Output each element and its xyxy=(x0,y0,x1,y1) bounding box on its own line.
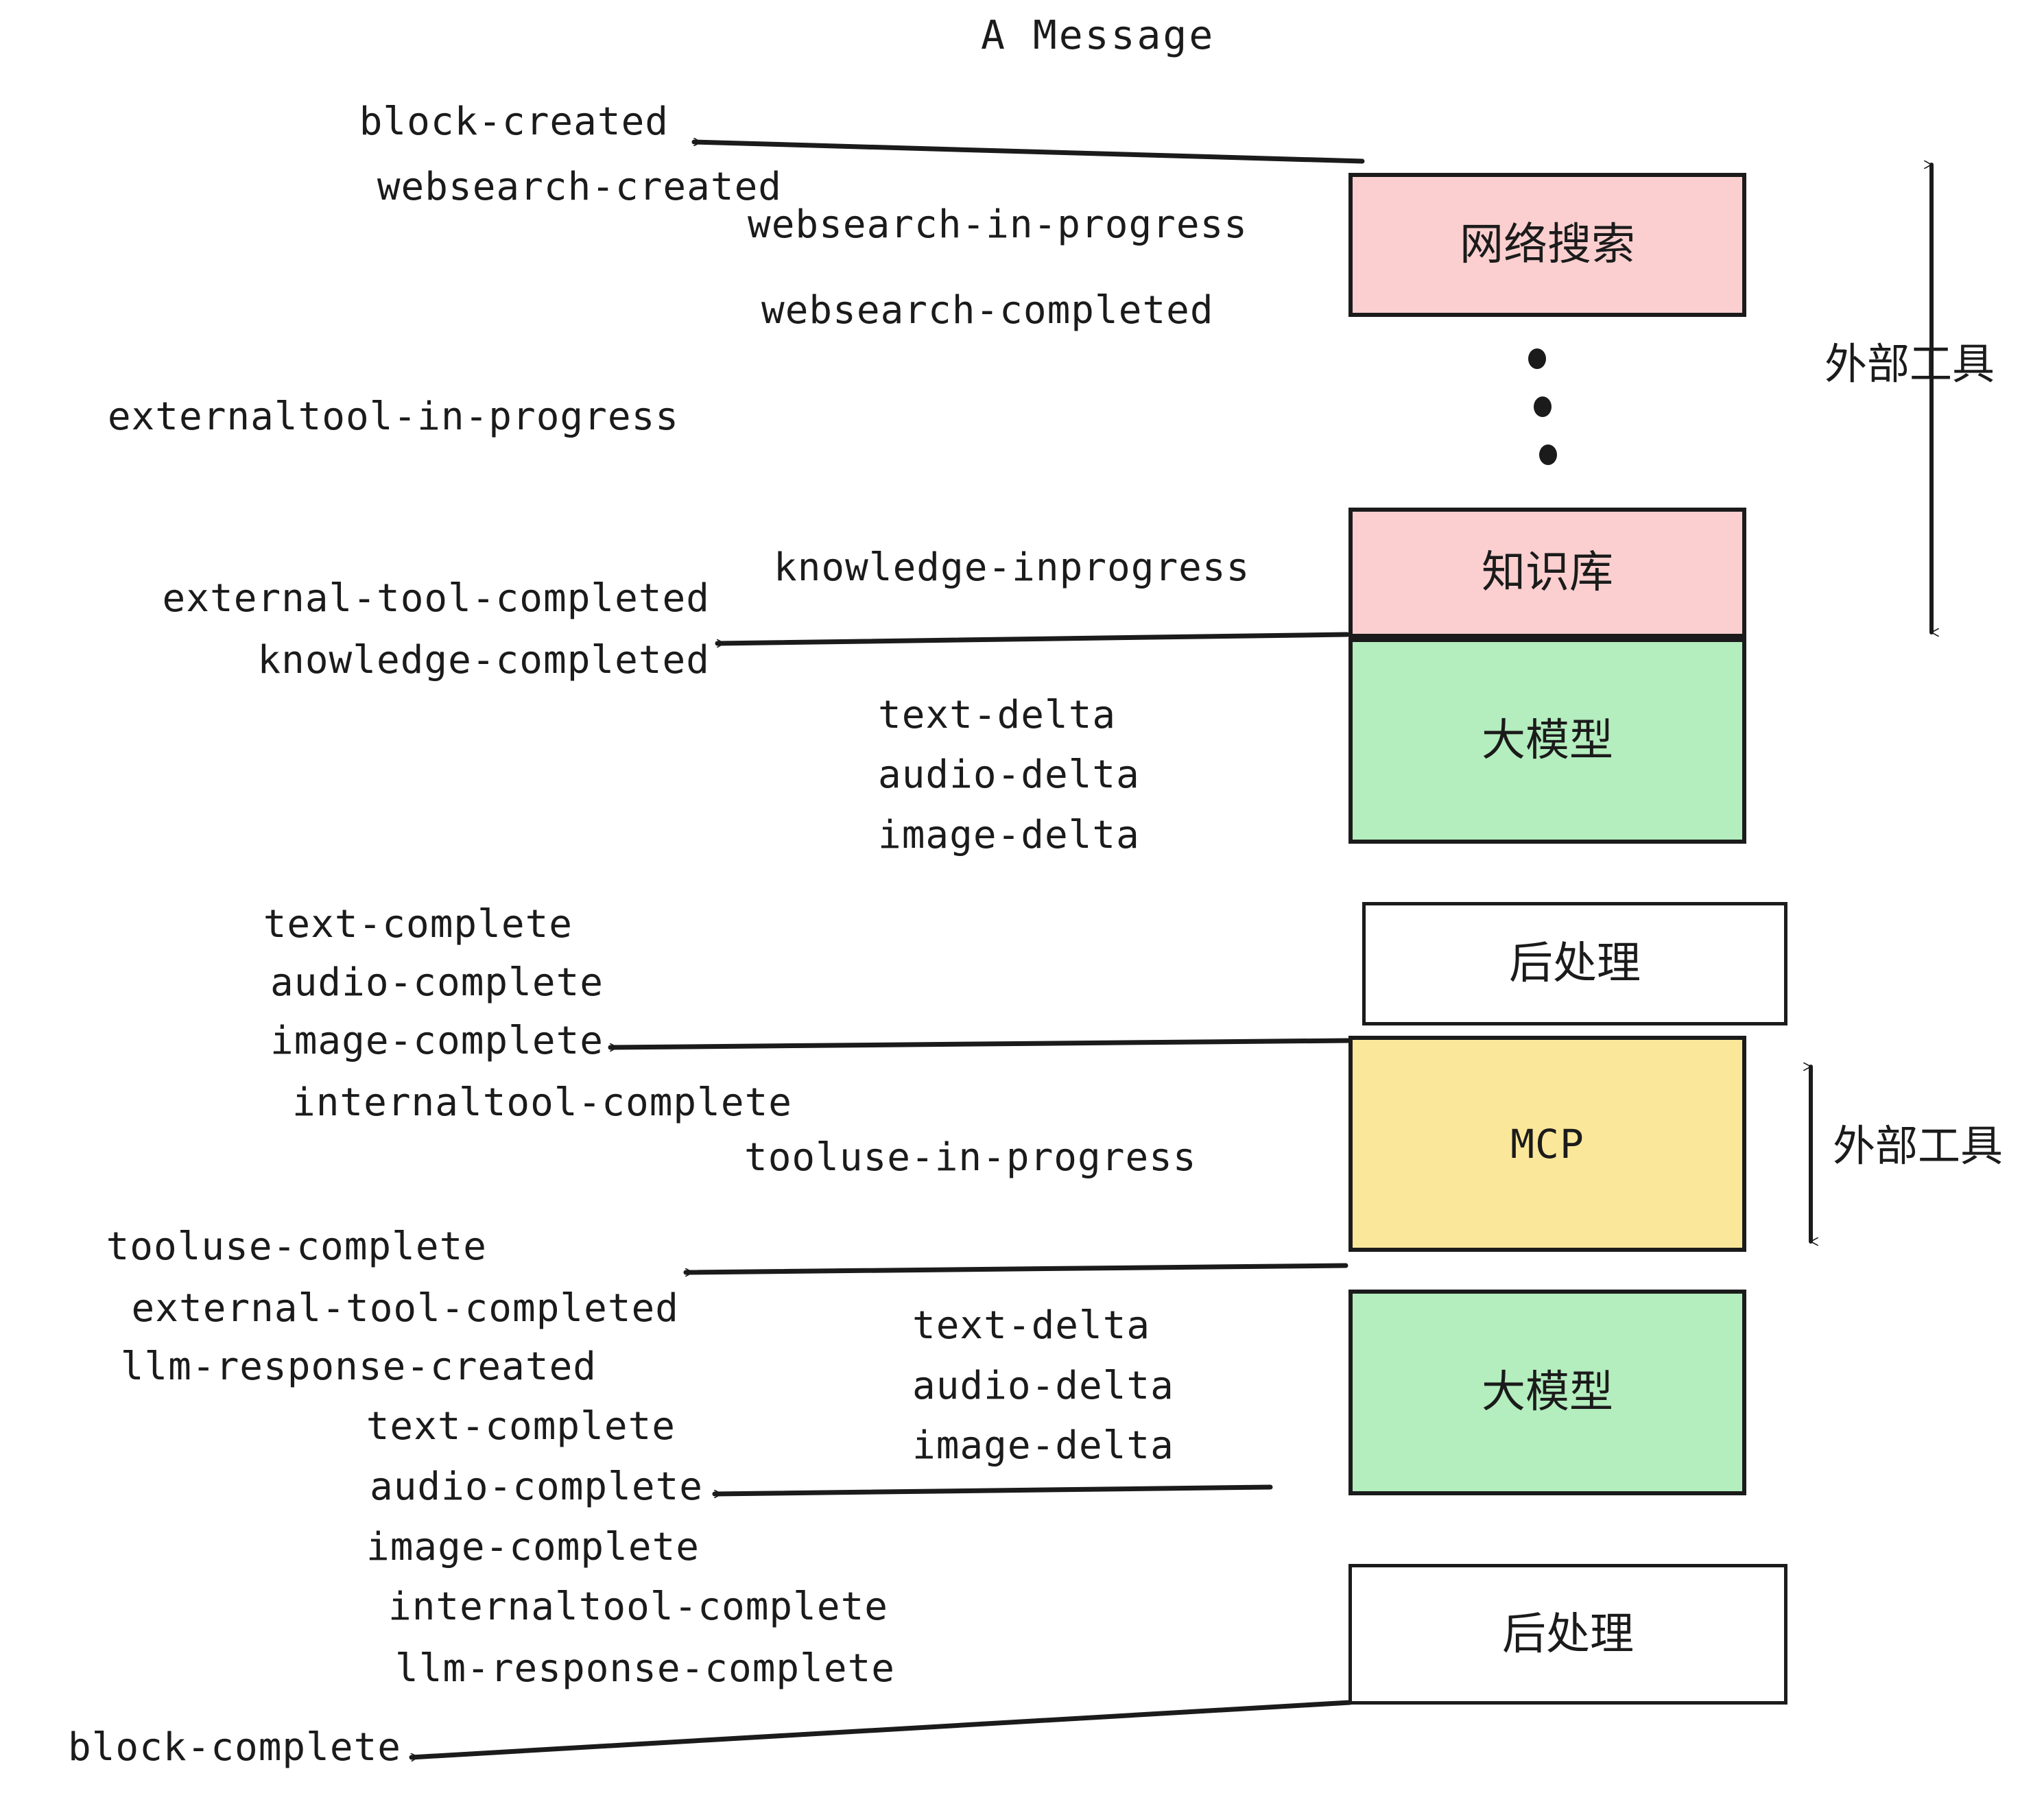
box-knowledge[interactable]: 知识库 xyxy=(1348,508,1746,638)
box-mcp-label: MCP xyxy=(1510,1120,1584,1167)
event-audio-delta-2: audio-delta xyxy=(912,1364,1174,1408)
event-text-complete-2: text-complete xyxy=(366,1404,676,1449)
box-llm-bottom-label: 大模型 xyxy=(1482,1367,1613,1418)
event-internaltool-complete-1: internaltool-complete xyxy=(292,1080,792,1125)
event-image-delta-2: image-delta xyxy=(912,1423,1174,1468)
event-image-complete-1: image-complete xyxy=(270,1019,604,1063)
event-knowledge-completed: knowledge-completed xyxy=(257,638,710,683)
event-text-complete-1: text-complete xyxy=(263,902,573,947)
box-mcp[interactable]: MCP xyxy=(1348,1036,1746,1252)
event-tooluse-in-progress: tooluse-in-progress xyxy=(744,1135,1197,1180)
event-knowledge-inprogress: knowledge-inprogress xyxy=(774,545,1250,590)
arrow-knowledge-completed xyxy=(715,632,1350,643)
box-llm-top[interactable]: 大模型 xyxy=(1348,638,1746,844)
event-image-delta-1: image-delta xyxy=(878,813,1140,857)
event-internaltool-complete-2: internaltool-complete xyxy=(388,1585,888,1629)
label-external-tool-top: 外部工具 xyxy=(1825,339,1995,389)
event-image-complete-2: image-complete xyxy=(366,1525,700,1569)
event-audio-delta-1: audio-delta xyxy=(878,752,1140,797)
event-audio-complete-2: audio-complete xyxy=(369,1464,703,1509)
box-websearch-label: 网络搜索 xyxy=(1460,219,1635,270)
event-tooluse-complete: tooluse-complete xyxy=(106,1224,487,1269)
event-block-created: block-created xyxy=(359,99,669,144)
event-websearch-created: websearch-created xyxy=(377,165,782,209)
box-postprocess-top[interactable]: 后处理 xyxy=(1362,902,1787,1025)
label-external-tool-bottom: 外部工具 xyxy=(1833,1121,2004,1171)
box-postprocess-top-label: 后处理 xyxy=(1509,938,1641,989)
box-postprocess-bottom[interactable]: 后处理 xyxy=(1348,1564,1787,1705)
box-postprocess-bottom-label: 后处理 xyxy=(1502,1609,1634,1660)
arrow-block-created xyxy=(691,142,1365,164)
event-audio-complete-1: audio-complete xyxy=(270,960,604,1005)
arrow-tooluse-complete xyxy=(683,1263,1348,1272)
page-title: A Message xyxy=(981,12,1215,58)
box-knowledge-label: 知识库 xyxy=(1482,547,1613,598)
event-websearch-in-progress: websearch-in-progress xyxy=(748,202,1248,247)
arrow-audio-complete xyxy=(712,1484,1273,1494)
ellipsis-dot-1 xyxy=(1528,348,1546,369)
ellipsis-dot-2 xyxy=(1534,396,1552,417)
event-text-delta-2: text-delta xyxy=(912,1303,1151,1348)
ellipsis-dot-3 xyxy=(1539,444,1557,465)
arrow-image-complete xyxy=(608,1038,1351,1047)
event-llm-response-created: llm-response-created xyxy=(120,1344,597,1389)
box-llm-bottom[interactable]: 大模型 xyxy=(1348,1290,1746,1495)
event-externaltool-in-progress: externaltool-in-progress xyxy=(107,394,679,439)
event-external-tool-completed-2: external-tool-completed xyxy=(131,1286,679,1331)
event-external-tool-completed-1: external-tool-completed xyxy=(162,576,710,621)
event-text-delta-1: text-delta xyxy=(878,693,1117,737)
arrow-block-complete xyxy=(409,1700,1353,1757)
box-websearch[interactable]: 网络搜索 xyxy=(1348,173,1746,317)
box-llm-top-label: 大模型 xyxy=(1482,715,1613,766)
event-websearch-completed: websearch-completed xyxy=(761,288,1214,333)
event-llm-response-complete: llm-response-complete xyxy=(394,1646,895,1691)
event-block-complete: block-complete xyxy=(67,1725,401,1770)
